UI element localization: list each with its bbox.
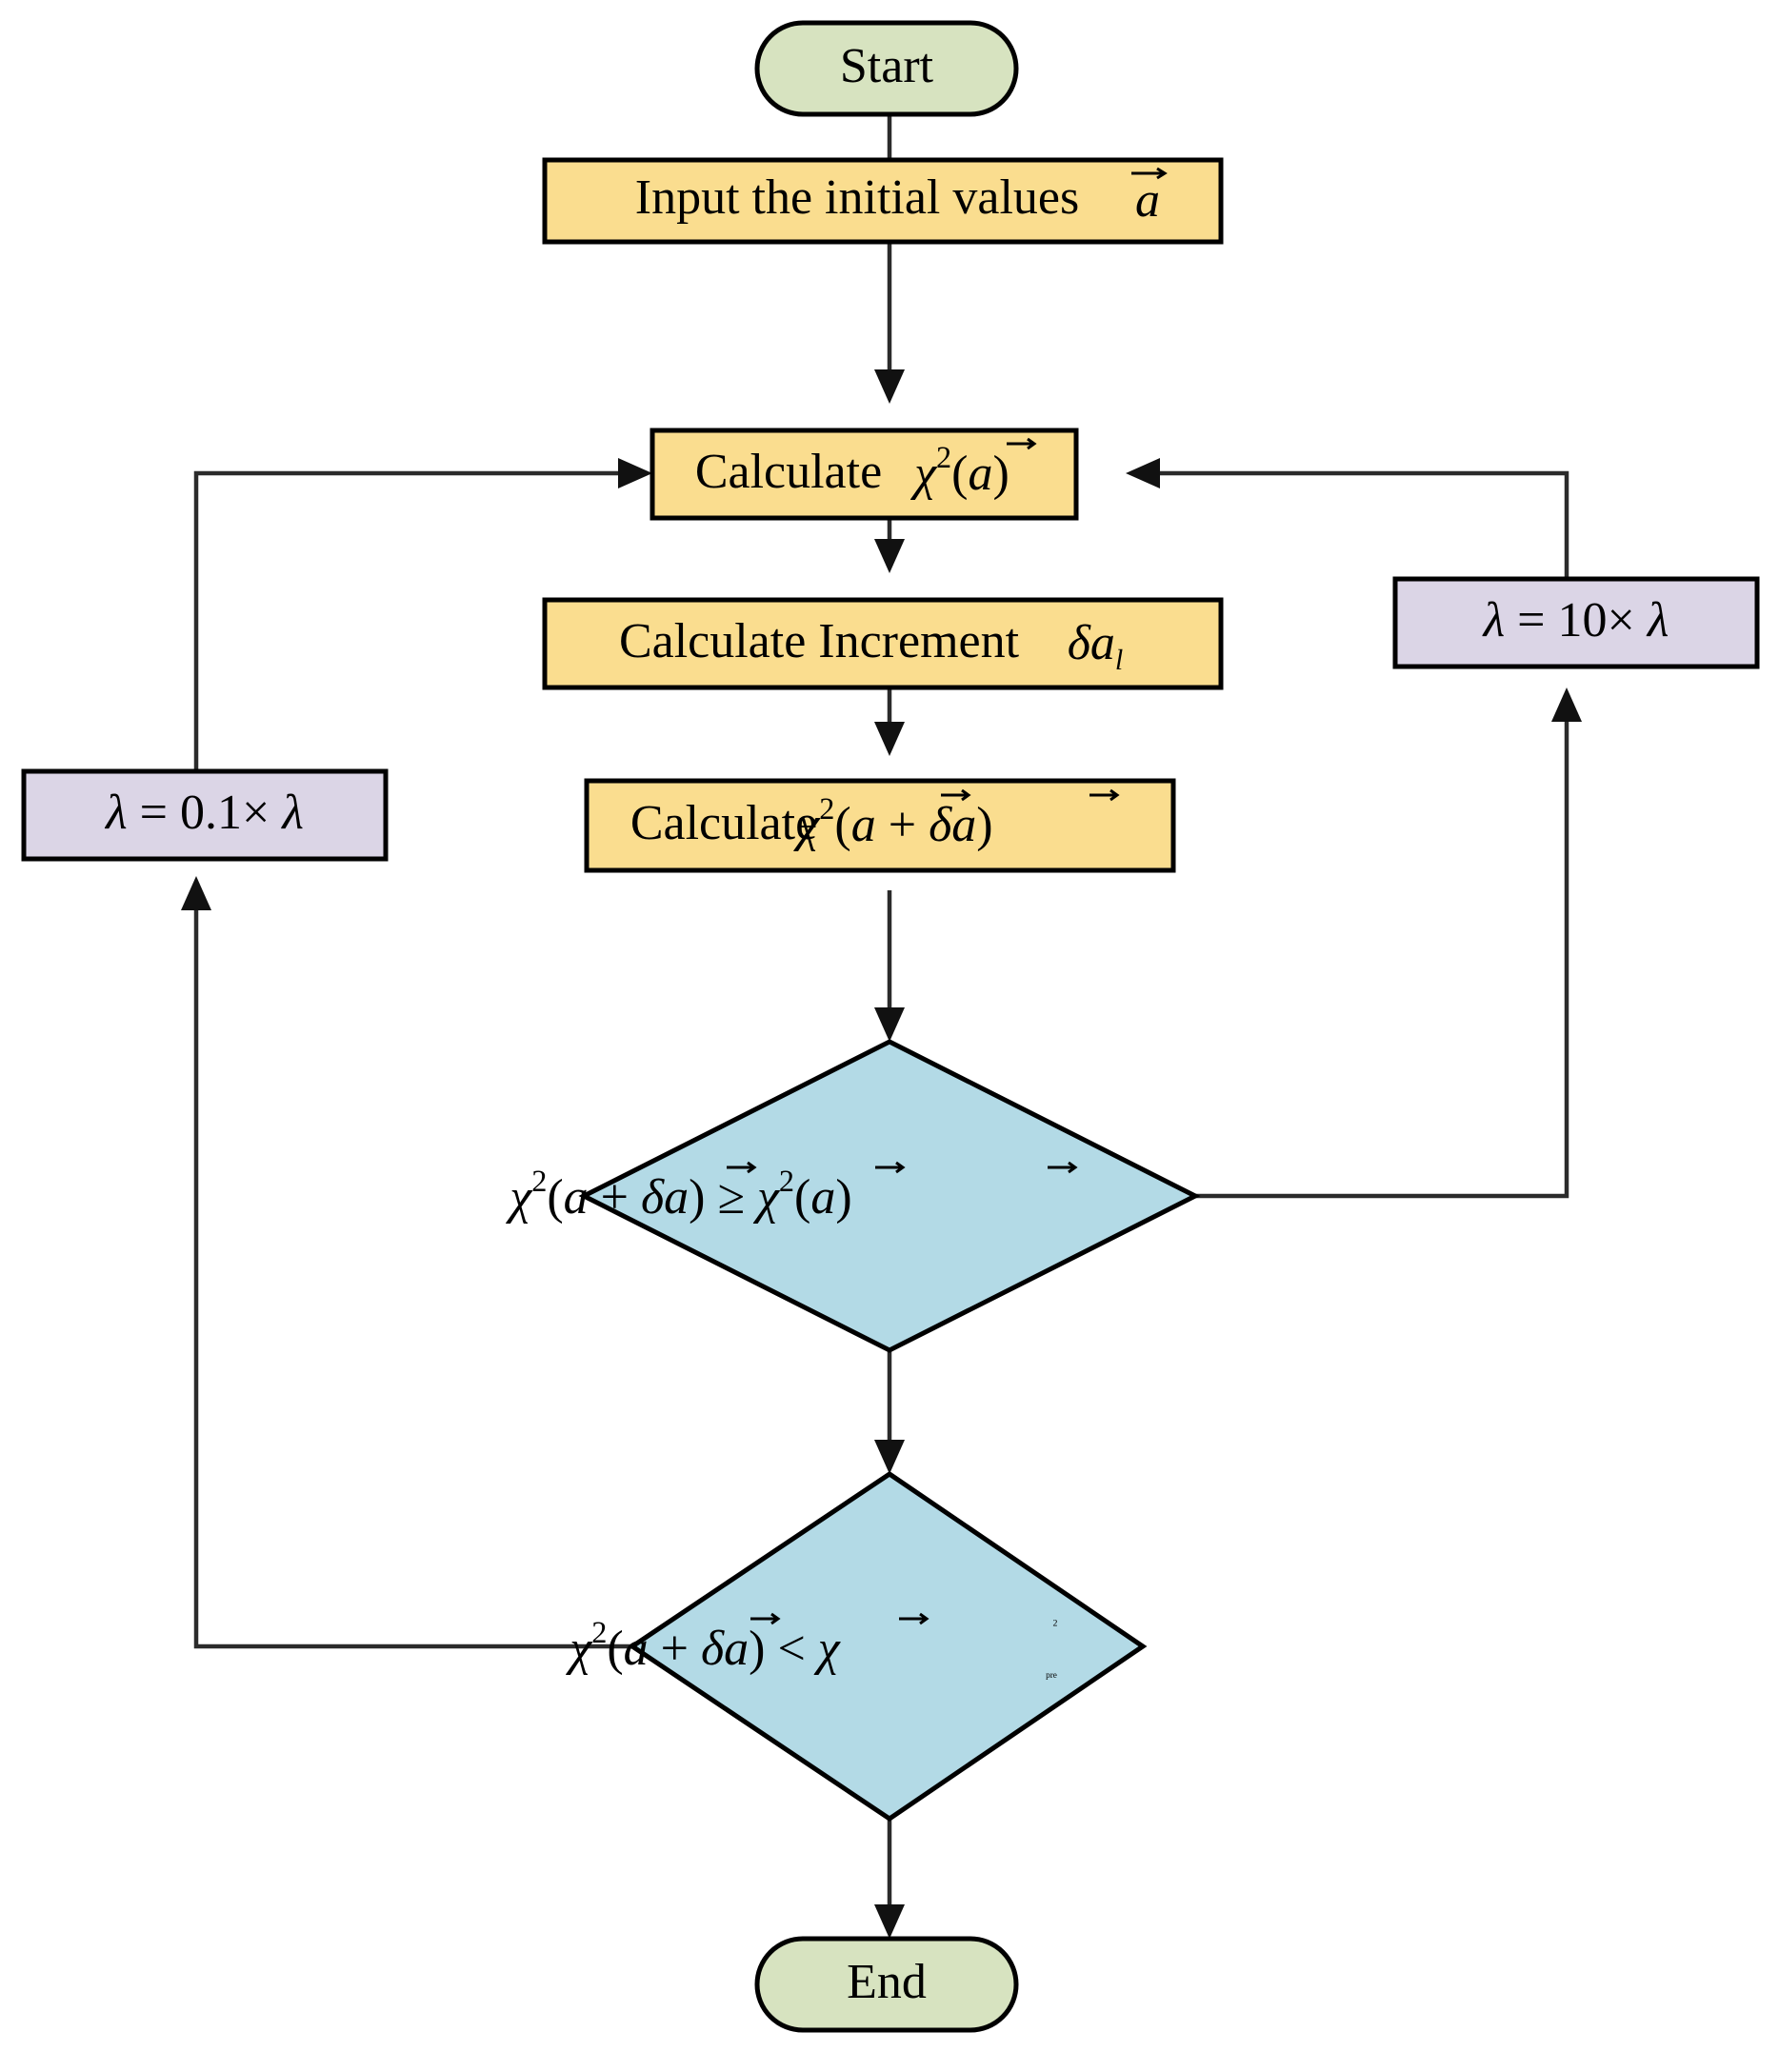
edge-lambda-down-to-calc-chi2 <box>193 458 652 771</box>
chi-symbol-4: χ <box>752 1170 780 1225</box>
a-symbol-7: a <box>810 1170 835 1225</box>
vector-arrow-accent <box>1131 167 1168 180</box>
chi-exp-1: 2 <box>936 440 951 474</box>
calc-increment-math: δal <box>1068 616 1124 676</box>
node-lambda-increase[interactable]: λ = 10× λ <box>1392 576 1760 669</box>
lt-sign: < <box>777 1622 805 1676</box>
input-a-vector-math: a <box>1131 167 1168 228</box>
chi-symbol-5: χ <box>565 1622 592 1676</box>
lambda-decrease-math: λ = 0.1× λ <box>104 786 304 840</box>
svg-text:χ2(a): χ2(a) <box>909 440 1009 501</box>
plus-sign-3: + <box>661 1622 689 1676</box>
vector-arrow-accent <box>899 1612 929 1625</box>
chi-symbol-6: χ <box>813 1622 841 1676</box>
edge-calc-chi2-new-to-decision1 <box>874 890 905 1042</box>
factor-decrease: 0.1 <box>180 786 242 840</box>
lambda-symbol-2: λ <box>280 786 304 840</box>
chi-symbol-3: χ <box>505 1170 532 1225</box>
node-input-initial-values[interactable]: Input the initial values a <box>542 157 1224 245</box>
chi-exp-6: 2 <box>1053 1618 1058 1628</box>
times-sign-1: × <box>242 786 270 840</box>
node-input-label: Input the initial values <box>635 170 1079 225</box>
ge-sign: ≥ <box>717 1170 745 1225</box>
a-symbol-6: a <box>664 1170 689 1225</box>
node-decision-chi2-ge[interactable]: χ2(a + δa) ≥ χ2(a) <box>505 1039 1201 1353</box>
calc-chi2-new-word: Calculate <box>630 796 817 850</box>
chi-exp-5: 2 <box>591 1615 607 1649</box>
node-calculate-chi2-a[interactable]: Calculate χ2(a) <box>650 428 1079 521</box>
edge-decision2-left-to-lambda-down <box>181 876 632 1649</box>
chi-symbol-2: χ <box>792 798 820 852</box>
vector-arrow-accent <box>1007 437 1037 450</box>
input-prefix-text: Input the initial values <box>635 170 1079 225</box>
edge-lambda-up-to-calc-chi2 <box>1126 458 1569 579</box>
plus-sign-2: + <box>601 1170 629 1225</box>
node-end[interactable]: End <box>754 1936 1019 2033</box>
calc-chi2-a-word: Calculate <box>695 445 882 499</box>
node-start-label: Start <box>840 39 934 93</box>
node-start[interactable]: Start <box>754 20 1019 117</box>
plus-sign-1: + <box>889 798 916 852</box>
a-symbol-1: a <box>969 447 993 501</box>
node-calculate-chi2-a-plus-da[interactable]: Calculate χ2(a + δa) <box>584 778 1176 873</box>
vector-arrow-accent <box>941 788 971 802</box>
factor-increase: 10 <box>1558 593 1608 648</box>
times-sign-2: × <box>1608 593 1635 648</box>
delta-symbol-1: δ <box>1068 616 1091 670</box>
node-decision-chi2-lt-pre[interactable]: χ2(a + δa) < χ 2 pre <box>565 1470 1148 1823</box>
chi-exp-3: 2 <box>531 1164 547 1198</box>
equals-sign-1: = <box>140 786 168 840</box>
delta-symbol-4: δ <box>701 1622 725 1676</box>
vector-arrow-accent <box>1089 788 1120 802</box>
vector-arrow-accent <box>875 1161 906 1174</box>
a-symbol-8: a <box>624 1622 649 1676</box>
calc-chi2-a-math: χ2(a) <box>909 437 1037 501</box>
decision1-math: χ2(a + δa) ≥ χ2(a) <box>505 1161 1078 1225</box>
edge-decision1-right-to-lambda-up <box>1195 687 1582 1199</box>
node-lambda-decrease[interactable]: λ = 0.1× λ <box>21 768 389 862</box>
node-end-label: End <box>847 1955 927 2009</box>
equals-sign-2: = <box>1517 593 1545 648</box>
edge-decision1-down-to-decision2 <box>874 1345 905 1474</box>
a-symbol-9: a <box>724 1622 749 1676</box>
a-symbol-2: a <box>1090 616 1115 670</box>
vector-arrow-accent <box>727 1161 757 1174</box>
lambda-increase-math: λ = 10× λ <box>1482 593 1669 648</box>
delta-symbol-2: δ <box>929 798 952 852</box>
lambda-symbol-1: λ <box>104 786 128 840</box>
chi-exp-4: 2 <box>779 1164 794 1198</box>
lambda-symbol-4: λ <box>1646 593 1669 648</box>
svg-text:χ2(a + δa): χ2(a + δa) <box>792 791 992 852</box>
lambda-symbol-3: λ <box>1482 593 1506 648</box>
vector-arrow-accent <box>1048 1161 1078 1174</box>
chi-exp-2: 2 <box>819 791 834 826</box>
a-symbol-5: a <box>564 1170 589 1225</box>
vector-arrow-accent <box>750 1612 781 1625</box>
a-symbol: a <box>1135 173 1160 228</box>
edge-increment-to-calc-chi2-new <box>874 688 905 756</box>
svg-text:χ2(a + δa) ≥ χ2(a): χ2(a + δa) ≥ χ2(a) <box>505 1164 851 1225</box>
calc-increment-words: Calculate Increment <box>619 614 1020 668</box>
decision2-math: χ2(a + δa) < χ 2 pre <box>565 1612 1058 1681</box>
chi-symbol-1: χ <box>909 447 937 501</box>
edge-calc-chi2-to-increment <box>874 517 905 573</box>
calc-chi2-new-math: χ2(a + δa) <box>792 788 1120 852</box>
a-symbol-4: a <box>951 798 976 852</box>
edge-input-to-calc-chi2 <box>874 236 905 404</box>
delta-symbol-3: δ <box>641 1170 665 1225</box>
a-symbol-3: a <box>851 798 876 852</box>
node-calculate-increment[interactable]: Calculate Increment δal <box>542 597 1224 690</box>
svg-text:χ2(a + δa) < χ: χ2(a + δa) < χ <box>565 1615 841 1676</box>
pre-subscript: pre <box>1046 1671 1057 1681</box>
l-subscript: l <box>1115 644 1123 676</box>
